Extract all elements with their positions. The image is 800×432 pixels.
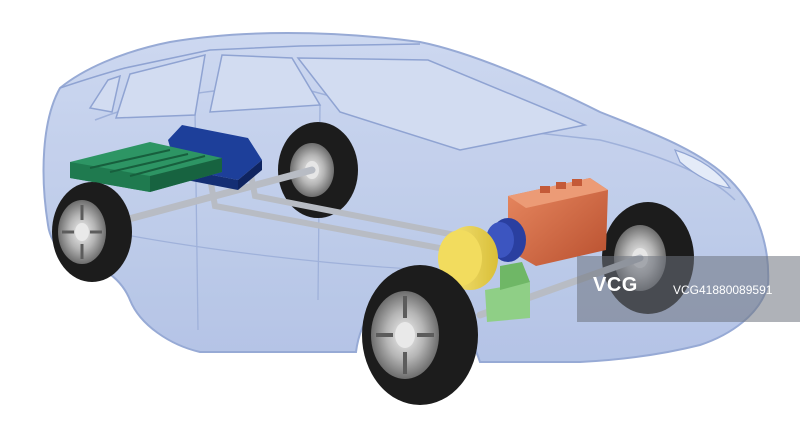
engine xyxy=(508,178,608,266)
rear-right-wheel xyxy=(278,122,358,218)
gearbox xyxy=(485,262,530,322)
watermark-logo: VCG xyxy=(593,274,638,296)
battery-pack-green xyxy=(70,142,222,192)
watermark: VCG VCG41880089591 xyxy=(577,256,800,322)
front-left-wheel xyxy=(362,265,478,405)
generator xyxy=(438,226,498,290)
car-windows xyxy=(88,53,732,189)
watermark-id: VCG41880089591 xyxy=(673,283,773,297)
rear-left-wheel xyxy=(52,182,132,282)
